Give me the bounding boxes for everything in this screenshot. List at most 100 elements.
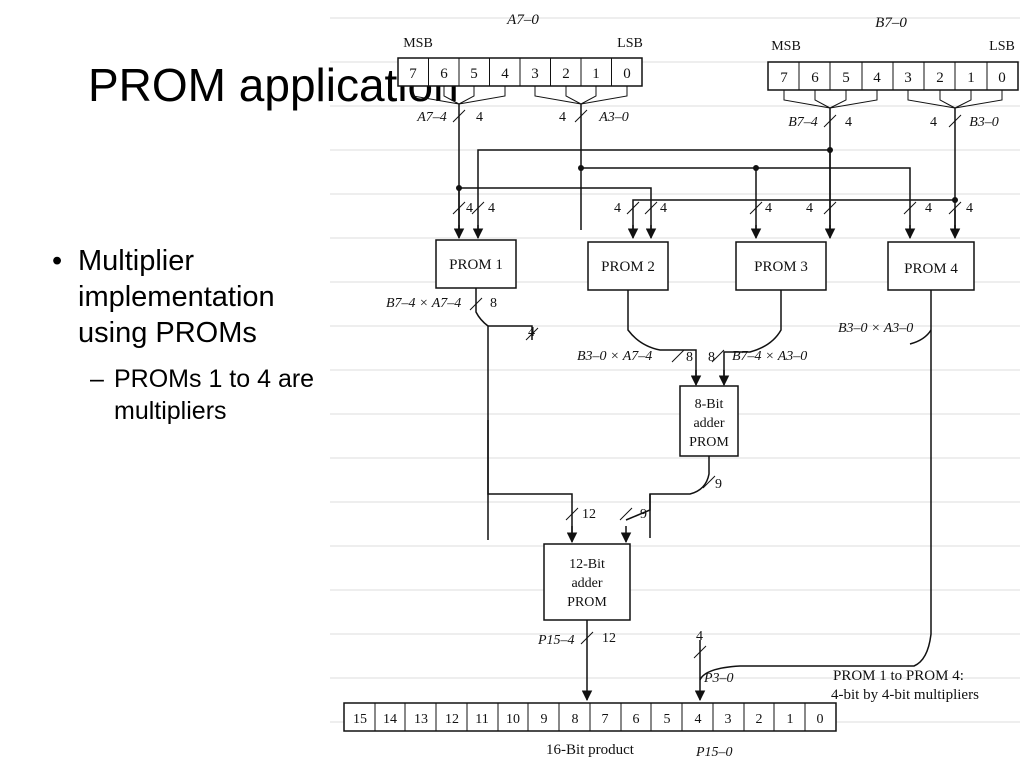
prom-2-label: PROM 2 xyxy=(601,259,655,275)
prom-2-output-width: 8 xyxy=(686,350,693,365)
prom-multiplier-diagram: A7–0 MSB LSB 7 6 5 4 3 2 1 0 A7–4 A3–0 4… xyxy=(330,12,1020,760)
register-a-msb-label: MSB xyxy=(403,36,433,51)
product-bit: 9 xyxy=(541,712,548,727)
b-high-label: B7–4 xyxy=(788,115,818,130)
a-low-label: A3–0 xyxy=(598,110,629,125)
prom-3-output-label: B7–4 × A3–0 xyxy=(732,349,807,364)
product-bit: 2 xyxy=(756,712,763,727)
register-b-bit: 0 xyxy=(998,70,1006,86)
b-high-width: 4 xyxy=(845,115,852,130)
prom-1-output-width: 8 xyxy=(490,296,497,311)
note-line-1: PROM 1 to PROM 4: xyxy=(833,668,964,684)
product-label: 16-Bit product xyxy=(546,742,635,758)
prom-4-label: PROM 4 xyxy=(904,261,958,277)
register-a-bit: 6 xyxy=(440,66,448,82)
background-page-texture xyxy=(330,17,1020,723)
adder-12bit-prom: 12 9 12-Bit adder PROM xyxy=(543,494,651,621)
register-b-bit: 7 xyxy=(780,70,788,86)
bus-width: 4 xyxy=(806,201,813,216)
register-b-lsb-label: LSB xyxy=(989,39,1015,54)
bullet-text: Multiplier implementation using PROMs xyxy=(78,245,275,349)
register-a-bit: 7 xyxy=(409,66,417,82)
bus-width: 4 xyxy=(466,201,473,216)
adder-8bit-output-width: 9 xyxy=(715,477,722,492)
product-bit: 5 xyxy=(664,712,671,727)
bus-width: 4 xyxy=(660,201,667,216)
product-bit: 1 xyxy=(787,712,794,727)
product-bit: 8 xyxy=(572,712,579,727)
p-low-label: P3–0 xyxy=(703,671,734,686)
prom-3: PROM 3 xyxy=(735,241,827,291)
adder-12bit-line: PROM xyxy=(567,595,607,610)
final-outputs: P15–4 12 4 P3–0 xyxy=(537,620,860,702)
register-a-bit: 0 xyxy=(623,66,631,82)
adder-8bit-line: 8-Bit xyxy=(695,397,724,412)
p-high-label: P15–4 xyxy=(537,633,575,648)
p-high-width: 12 xyxy=(602,631,616,646)
product-bit: 14 xyxy=(383,712,397,727)
prom-3-label: PROM 3 xyxy=(754,259,808,275)
diagram-note: PROM 1 to PROM 4: 4-bit by 4-bit multipl… xyxy=(831,668,979,703)
register-a: A7–0 MSB LSB 7 6 5 4 3 2 1 0 A7–4 A3–0 4… xyxy=(397,12,643,230)
product-bit: 7 xyxy=(602,712,609,727)
product-bit: 15 xyxy=(353,712,367,727)
register-a-bit: 1 xyxy=(592,66,600,82)
adder-8bit-line: PROM xyxy=(689,435,729,450)
register-b-bit: 2 xyxy=(936,70,944,86)
bus-width: 4 xyxy=(925,201,932,216)
register-b-bit: 5 xyxy=(842,70,850,86)
bus-width: 4 xyxy=(966,201,973,216)
product-bit: 3 xyxy=(725,712,732,727)
product-name: P15–0 xyxy=(695,745,733,760)
prom-1: PROM 1 xyxy=(435,239,517,289)
adder-12bit-input-width: 9 xyxy=(640,507,647,522)
prom-1-output-label: B7–4 × A7–4 xyxy=(386,296,461,311)
prom-1-split-width: 4 xyxy=(528,325,535,340)
product-bit: 13 xyxy=(414,712,428,727)
register-b-bit: 4 xyxy=(873,70,881,86)
register-a-bit: 5 xyxy=(470,66,478,82)
register-a-label: A7–0 xyxy=(506,12,539,28)
adder-8bit-line: adder xyxy=(693,416,724,431)
a-low-width: 4 xyxy=(559,110,566,125)
register-b-msb-label: MSB xyxy=(771,39,801,54)
bullet-item-1: • Multiplier implementation using PROMs xyxy=(52,243,352,351)
product-bit: 12 xyxy=(445,712,459,727)
register-b: B7–0 MSB LSB 7 6 5 4 3 2 1 0 B7–4 B3–0 4… xyxy=(767,15,1019,230)
adder-12bit-input-width: 12 xyxy=(582,507,596,522)
slide-title: PROM application xyxy=(88,59,459,111)
product-register: 15 14 13 12 11 10 9 8 7 6 5 4 3 2 1 0 16… xyxy=(343,702,837,760)
prom-2: PROM 2 xyxy=(587,241,669,291)
bus-width: 4 xyxy=(765,201,772,216)
register-b-bit: 6 xyxy=(811,70,819,86)
register-b-label: B7–0 xyxy=(875,15,907,31)
b-low-label: B3–0 xyxy=(969,115,999,130)
bullet-marker: • xyxy=(52,245,63,277)
bullet-item-2: – PROMs 1 to 4 are multipliers xyxy=(52,363,352,427)
bus-junctions xyxy=(456,147,958,203)
note-line-2: 4-bit by 4-bit multipliers xyxy=(831,687,979,703)
product-bit: 6 xyxy=(633,712,640,727)
product-bit: 0 xyxy=(817,712,824,727)
p-low-width: 4 xyxy=(696,629,703,644)
adder-12bit-line: 12-Bit xyxy=(569,557,605,572)
bus-width-labels: 4 4 4 4 4 4 4 4 xyxy=(452,201,973,216)
product-bit: 4 xyxy=(695,712,702,727)
bus-width: 4 xyxy=(614,201,621,216)
prom-2-output-label: B3–0 × A7–4 xyxy=(577,349,652,364)
prom-4: PROM 4 xyxy=(887,241,975,291)
b-low-width: 4 xyxy=(930,115,937,130)
prom-outputs xyxy=(475,288,932,667)
prom-output-labels: B7–4 × A7–4 8 4 B3–0 × A7–4 8 B7–4 × A3–… xyxy=(386,296,913,365)
a-high-label: A7–4 xyxy=(416,110,447,125)
sub-bullet-marker: – xyxy=(90,365,104,393)
register-a-bit: 3 xyxy=(531,66,539,82)
register-b-bit: 1 xyxy=(967,70,975,86)
bus-width: 4 xyxy=(488,201,495,216)
sub-bullet-text: PROMs 1 to 4 are multipliers xyxy=(114,365,315,425)
register-a-bit: 4 xyxy=(501,66,509,82)
product-bit: 11 xyxy=(475,712,488,727)
a-high-width: 4 xyxy=(476,110,483,125)
adder-12bit-line: adder xyxy=(571,576,602,591)
register-b-bit: 3 xyxy=(904,70,912,86)
